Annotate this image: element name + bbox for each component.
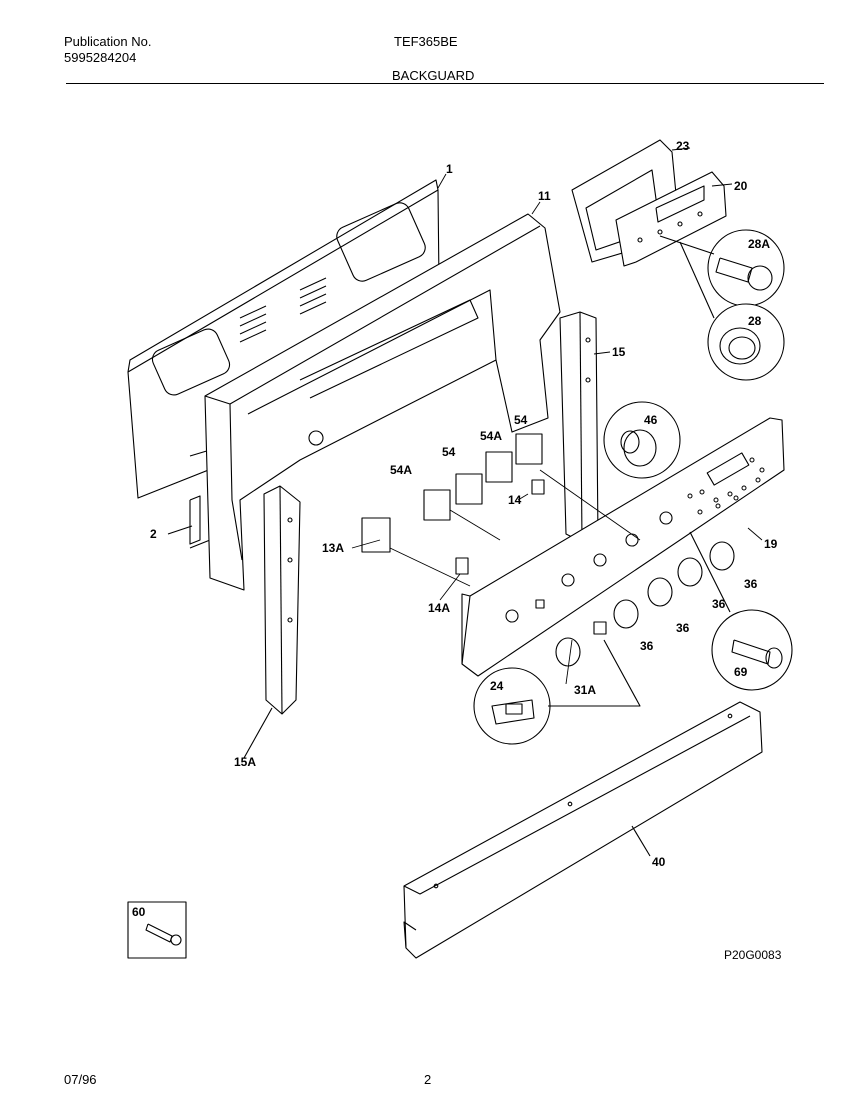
callout-28a: 28A <box>748 237 770 251</box>
model-number: TEF365BE <box>394 34 458 49</box>
section-title: BACKGUARD <box>392 68 475 83</box>
side-clip-part <box>190 496 200 544</box>
callout-19: 19 <box>764 537 778 551</box>
right-bracket-part <box>560 312 598 542</box>
callout-14a: 14A <box>428 601 450 615</box>
callout-54a-a: 54A <box>480 429 502 443</box>
callout-11: 11 <box>538 189 551 203</box>
callout-2: 2 <box>150 527 157 541</box>
callout-36-c: 36 <box>712 597 726 611</box>
detail-circle-69 <box>712 610 792 690</box>
left-bracket-part <box>244 486 300 758</box>
callout-13a: 13A <box>322 541 344 555</box>
callout-1: 1 <box>446 162 453 176</box>
header-rule <box>66 83 824 84</box>
callout-28: 28 <box>748 314 762 328</box>
callout-60: 60 <box>132 905 146 919</box>
callout-31a: 31A <box>574 683 596 697</box>
callout-15: 15 <box>612 345 626 359</box>
callout-20: 20 <box>734 179 748 193</box>
control-board-assembly <box>572 140 732 266</box>
detail-circle-46 <box>604 402 680 478</box>
callout-54-b: 54 <box>442 445 456 459</box>
callout-36-d: 36 <box>744 577 758 591</box>
screw-inset-60 <box>128 902 186 958</box>
detail-circle-28 <box>708 304 784 380</box>
callout-46: 46 <box>644 413 658 427</box>
figure-code: P20G0083 <box>724 948 782 962</box>
callout-36-b: 36 <box>676 621 690 635</box>
detail-circle-24 <box>474 668 550 744</box>
callout-15a: 15A <box>234 755 256 769</box>
page-number: 2 <box>424 1072 432 1087</box>
callout-24: 24 <box>490 679 504 693</box>
callout-54a-b: 54A <box>390 463 412 477</box>
callout-23: 23 <box>676 139 690 153</box>
callout-54-a: 54 <box>514 413 528 427</box>
publication-label: Publication No. <box>64 34 152 49</box>
detail-circle-28a <box>708 230 784 306</box>
control-panel-part <box>462 418 784 676</box>
callout-69: 69 <box>734 665 748 679</box>
control-knobs <box>556 542 734 666</box>
revision-date: 07/96 <box>64 1072 97 1087</box>
backguard-frame-part <box>205 214 560 590</box>
relay-switches <box>362 434 544 574</box>
callout-labels: 1 2 11 13A 14 14A 15 15A 19 20 23 24 28 … <box>132 139 778 919</box>
callout-14: 14 <box>508 493 522 507</box>
publication-number: 5995284204 <box>64 50 137 65</box>
callout-36-a: 36 <box>640 639 654 653</box>
lower-trim-part <box>404 702 762 958</box>
callout-40: 40 <box>652 855 666 869</box>
